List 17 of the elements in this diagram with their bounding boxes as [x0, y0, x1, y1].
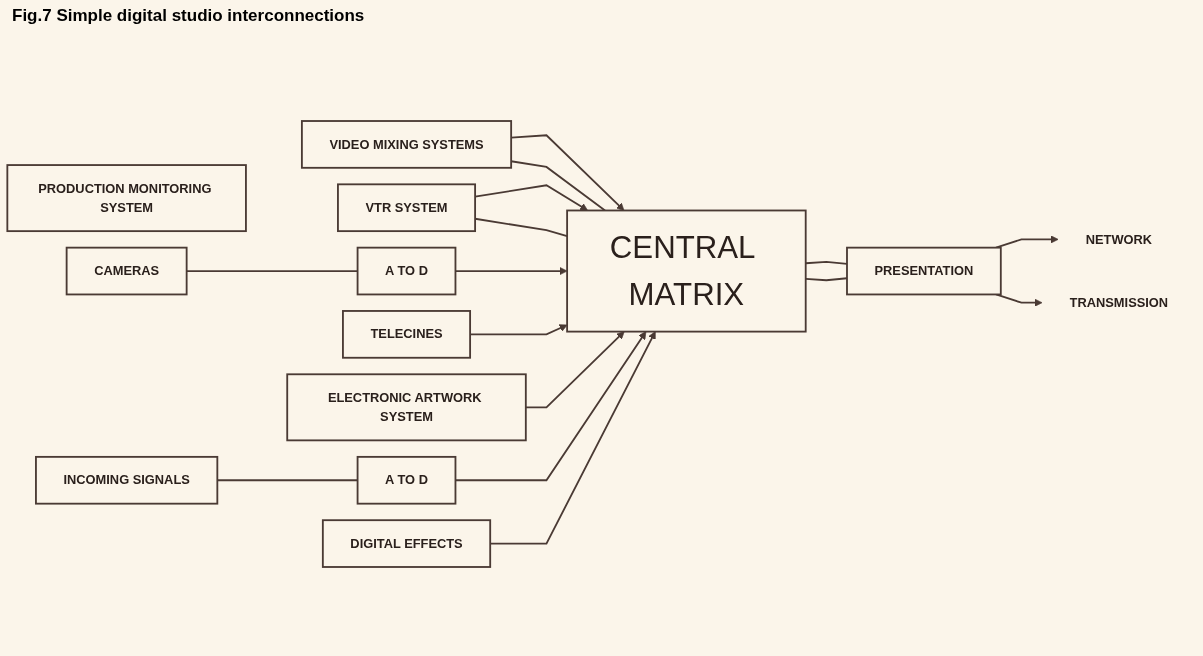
node-text: NETWORK — [1085, 231, 1153, 247]
node-box: ELECTRONIC ARTWORK SYSTEM — [286, 373, 527, 442]
node-text: TRANSMISSION — [1069, 294, 1169, 310]
node-box: DIGITAL EFFECTS — [321, 519, 492, 568]
node-box: PRESENTATION — [846, 246, 1002, 296]
node-box: VTR SYSTEM — [337, 183, 477, 233]
figure-title: Fig.7 Simple digital studio interconnections — [12, 6, 365, 26]
node-box: TELECINES — [342, 310, 472, 359]
node-box: A TO D — [356, 246, 457, 296]
arrow — [995, 235, 1059, 249]
node-box: CAMERAS — [65, 246, 188, 296]
node-box: A TO D — [356, 455, 457, 505]
node-box: CENTRAL MATRIX — [566, 209, 807, 333]
arrow — [995, 293, 1043, 307]
node-box: INCOMING SIGNALS — [35, 455, 219, 505]
node-box: VIDEO MIXING SYSTEMS — [300, 120, 513, 169]
node-box: PRODUCTION MONITORING SYSTEM — [6, 164, 247, 233]
